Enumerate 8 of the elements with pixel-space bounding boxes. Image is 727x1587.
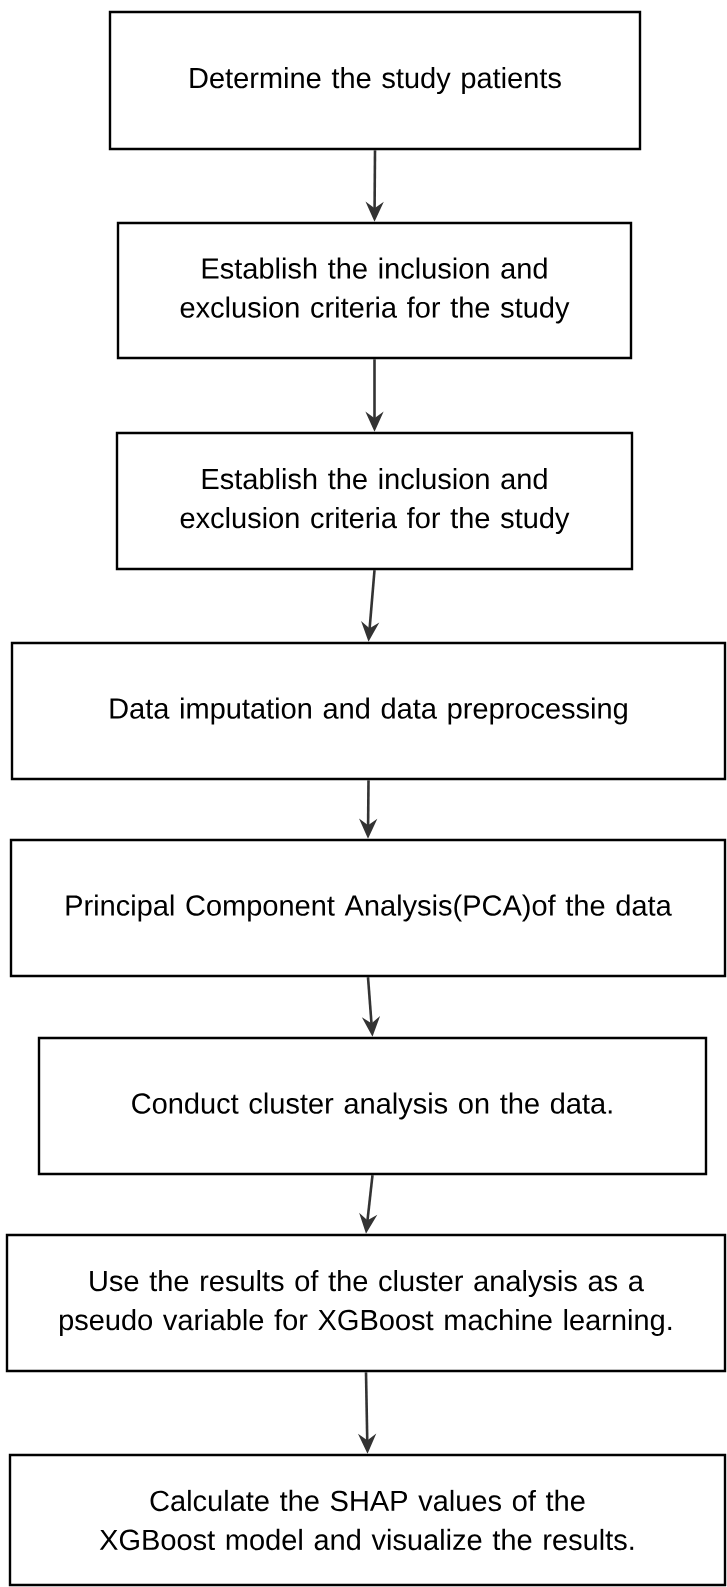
process-box: Establish the inclusion and exclusion criteria for the study [115,431,634,571]
process-box: Establish the inclusion and exclusion criteria for the study [116,221,633,360]
process-box: Conduct cluster analysis on the data. [37,1036,708,1176]
process-box: Use the results of the cluster analysis as a pseudo variable for XGBoost machine learning. [5,1233,727,1373]
process-box: Principal Component Analysis(PCA)of the data [9,838,727,978]
process-box: Data imputation and data preprocessing [10,641,727,781]
process-box: Determine the study patients [108,10,642,151]
process-box: Calculate the SHAP values of the XGBoost model and visualize the results. [8,1453,727,1587]
